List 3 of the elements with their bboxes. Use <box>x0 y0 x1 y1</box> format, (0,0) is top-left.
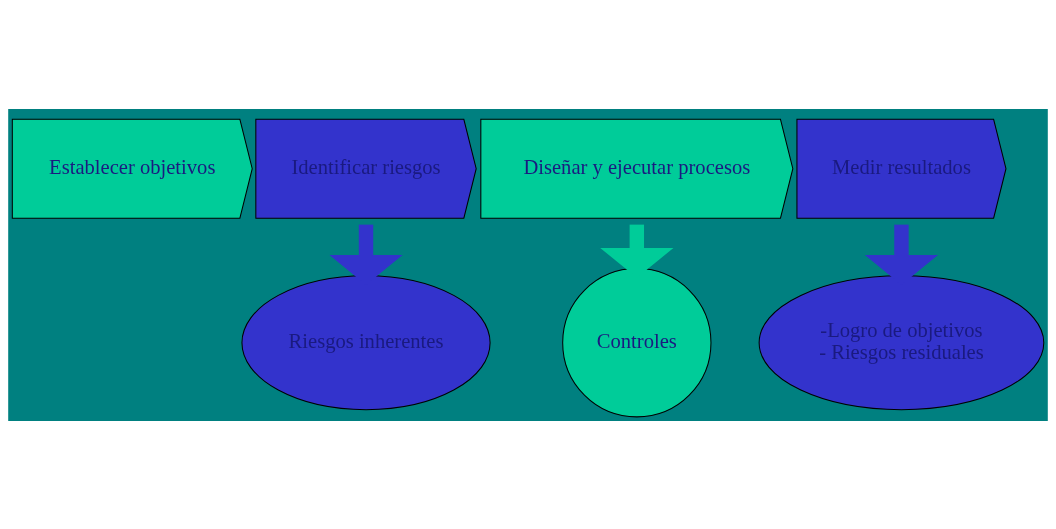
node-ellipse: -Logro de objetivos - Riesgos residuales <box>758 274 1045 410</box>
node-ellipse: Riesgos inherentes <box>241 274 491 410</box>
node-circle: Controles <box>562 267 712 417</box>
